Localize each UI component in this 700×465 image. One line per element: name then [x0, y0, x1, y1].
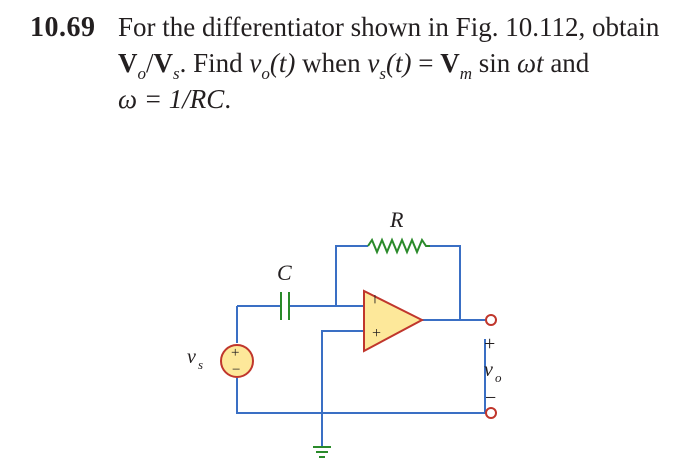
output-terminal-top	[485, 314, 497, 326]
vo-subscript: o	[137, 64, 147, 83]
sin-text: sin	[471, 48, 517, 78]
omega-equation: ω = 1/	[118, 84, 190, 114]
output-label-v: v	[484, 359, 493, 381]
period: .	[224, 84, 232, 114]
vs-symbol: V	[153, 48, 174, 78]
wire-noninverting-ground	[321, 330, 364, 447]
output-plus-sign: +	[484, 333, 495, 355]
vo-time-subscript: o	[261, 64, 270, 83]
problem-line-3: ω = 1/RC.	[118, 84, 231, 115]
source-plus-sign: +	[231, 345, 239, 361]
source-minus-sign: −	[232, 362, 240, 378]
vs-time-subscript: s	[379, 64, 386, 83]
capacitor-label: C	[277, 260, 292, 285]
output-minus-sign: −	[485, 387, 496, 409]
resistor-label: R	[389, 207, 404, 232]
opamp-inverting-sign: −	[365, 294, 385, 304]
vo-time-arg: (t)	[269, 48, 296, 78]
source-label-v: v	[187, 346, 196, 368]
source-label-subscript: s	[198, 357, 203, 372]
op-amp-triangle	[363, 289, 425, 353]
opamp-noninverting-sign: +	[372, 325, 381, 342]
problem-line-2: Vo/Vs. Find vo(t) when vs(t) = Vm sin ωt…	[118, 48, 590, 83]
omega-t: ωt	[517, 48, 544, 78]
wire-feedback-right	[430, 245, 461, 320]
when-text: when	[295, 48, 368, 78]
slash: /	[146, 48, 154, 78]
resistor	[367, 237, 430, 255]
problem-line-1: For the differentiator shown in Fig. 10.…	[118, 12, 660, 42]
capacitor	[280, 292, 290, 320]
and-text: and	[543, 48, 590, 78]
rc-symbol: RC	[189, 84, 225, 114]
vs-subscript: s	[173, 64, 180, 83]
vm-subscript: m	[459, 64, 472, 83]
equals-text: =	[411, 48, 441, 78]
vs-time-arg: (t)	[385, 48, 412, 78]
vm-symbol: V	[440, 48, 460, 78]
problem-statement: 10.69 For the differentiator shown in Fi…	[0, 0, 700, 125]
vs-time-symbol: v	[367, 48, 380, 78]
voltage-source-circle	[220, 344, 254, 378]
wire-feedback-left	[335, 245, 368, 306]
find-text: . Find	[179, 48, 250, 78]
output-label-subscript: o	[495, 370, 502, 385]
vo-time-symbol: v	[249, 48, 262, 78]
vo-symbol: V	[118, 48, 138, 78]
wire-bottom-return	[236, 339, 486, 414]
output-terminal-bottom	[485, 407, 497, 419]
problem-number: 10.69	[30, 12, 96, 43]
circuit-wires	[236, 245, 486, 447]
ground-icon	[313, 446, 331, 458]
